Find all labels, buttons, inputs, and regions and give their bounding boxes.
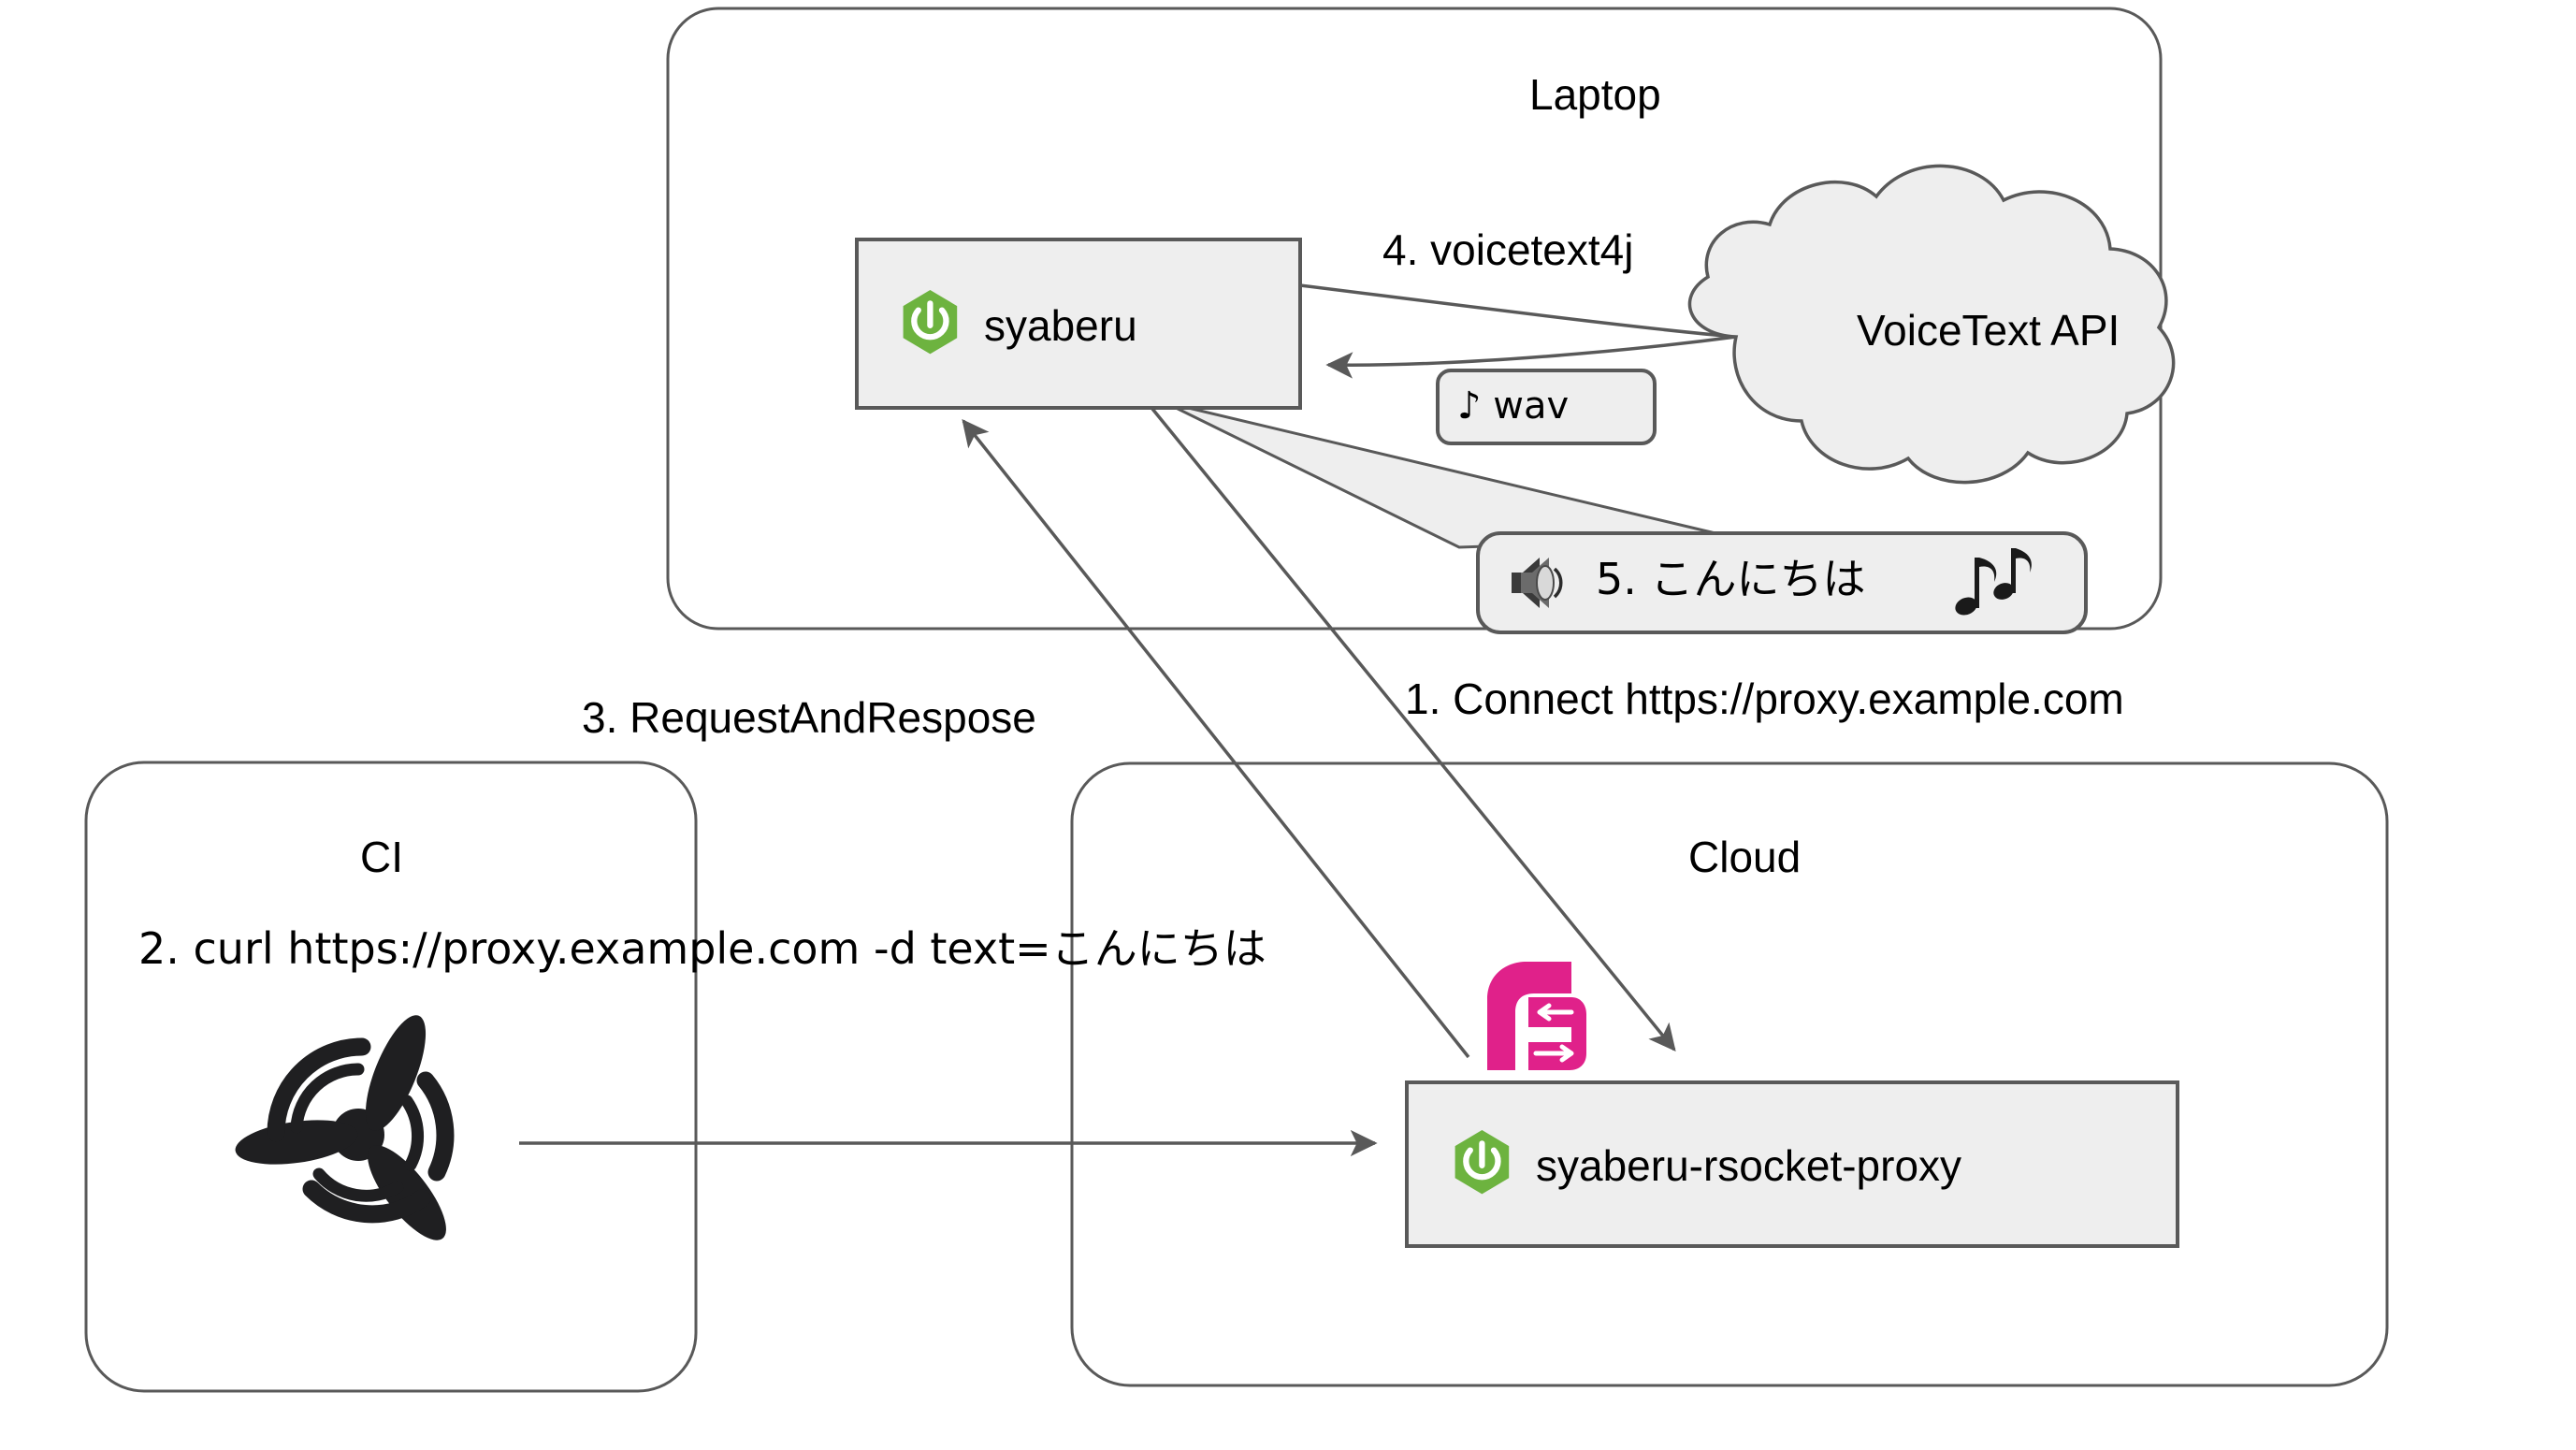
concourse-propeller-icon (235, 1015, 455, 1240)
node-wav-box (1436, 369, 1657, 445)
callout-bubble-box (1476, 531, 2088, 634)
speaker-icon (1512, 558, 1563, 608)
container-cloud (1070, 761, 2389, 1387)
edge-voicetext-in (1325, 335, 1737, 379)
node-label-syaberu: syaberu (984, 301, 1137, 350)
node-label-proxy: syaberu-rsocket-proxy (1536, 1141, 1962, 1190)
container-title-ci: CI (360, 833, 403, 881)
container-ci (84, 761, 698, 1393)
edge-request-response (962, 418, 1470, 1059)
edge-voicetext-out (1299, 283, 1737, 339)
node-label-wav: ♪ wav (1457, 384, 1570, 428)
callout-text: 5. こんにちは (1596, 554, 1866, 604)
container-title-cloud: Cloud (1688, 833, 1802, 881)
edge-label-connect: 1. Connect https://proxy.example.com (1405, 674, 2124, 723)
node-voicetext-cloud (1687, 164, 2176, 485)
spring-boot-icon (1454, 1130, 1510, 1195)
node-proxy-box[interactable] (1405, 1080, 2179, 1248)
edge-label-voicetext4j: 4. voicetext4j (1382, 225, 1634, 274)
edge-connect (1151, 407, 1676, 1052)
edge-label-curl: 2. curl https://proxy.example.com -d tex… (138, 923, 1266, 974)
music-notes-icon (1955, 548, 2032, 616)
container-title-laptop: Laptop (1529, 70, 1661, 119)
spring-boot-icon (903, 290, 958, 355)
node-label-voicetext: VoiceText API (1857, 306, 2120, 355)
edge-label-request-response: 3. RequestAndRespose (582, 693, 1036, 742)
rsocket-logo-icon (1487, 962, 1586, 1070)
